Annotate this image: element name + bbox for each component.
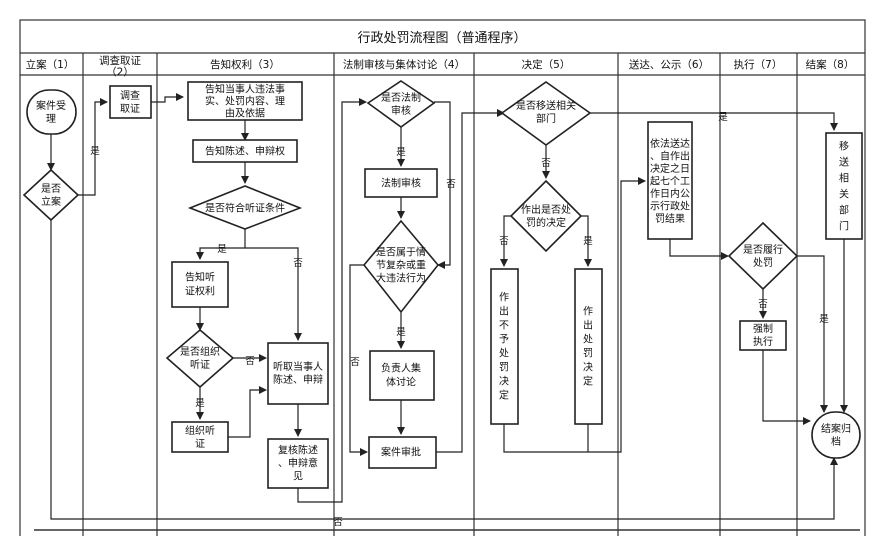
- edge-labels: 是 否 是 否 否 是 是 否 是 否 是 否 否 是 否 是: [90, 112, 829, 528]
- process-hear: [267, 342, 329, 405]
- label-no: 否: [245, 356, 255, 367]
- label-yes: 是: [718, 112, 728, 123]
- process-investigate: [109, 85, 152, 119]
- node-label-notify-statement: 告知陈述、申辩权: [205, 145, 285, 158]
- node-label-hear-statement: 听取当事人陈述、申辩: [273, 360, 323, 386]
- process-review: [267, 438, 329, 489]
- process-penalty: [574, 268, 603, 425]
- node-label-accept: 案件受理: [36, 99, 66, 125]
- node-label-legal-review-q: 是否法制审核: [381, 91, 421, 117]
- label-no: 否: [541, 158, 551, 169]
- node-label-archive: 结案归档: [821, 422, 851, 448]
- label-no: 否: [758, 299, 768, 310]
- lane-header-delivery: 送达、公示（6）: [629, 58, 709, 71]
- edge-enforce-archive: [762, 350, 811, 425]
- process-approval: [368, 436, 437, 469]
- node-label-hearing-condition: 是否符合听证条件: [205, 202, 285, 215]
- end-node: [811, 411, 861, 459]
- node-label-collective-discussion: 负责人集体讨论: [381, 362, 421, 389]
- node-label-complex-case-q: 是否属于情节复杂或重大违法行为: [376, 246, 426, 285]
- label-yes: 是: [819, 314, 829, 325]
- process-transfer: [825, 132, 863, 240]
- swimlane-grid: [19, 19, 866, 536]
- process-enforce: [739, 320, 787, 351]
- decision-transfer: [500, 81, 592, 146]
- process-notify-hearing: [171, 261, 229, 308]
- edge-investigate-notify: [151, 93, 184, 103]
- node-label-whether-file: 是否立案: [41, 183, 61, 208]
- process-notify-statement: [192, 139, 298, 163]
- node-label-fulfill-q: 是否履行处罚: [743, 243, 783, 269]
- edge-approval-transferq: [436, 109, 505, 453]
- process-legal-review: [364, 168, 438, 198]
- label-no: 否: [350, 357, 360, 368]
- shapes: [22, 80, 863, 489]
- node-label-case-approval: 案件审批: [381, 446, 421, 459]
- label-yes: 是: [217, 244, 227, 255]
- label-yes: 是: [396, 147, 406, 158]
- node-label-enforce: 强制执行: [753, 322, 773, 348]
- label-yes: 是: [90, 146, 100, 157]
- lane-header-investigation: 调查取证（2）: [99, 54, 141, 79]
- node-label-organize-hearing-q: 是否组织听证: [180, 345, 220, 371]
- node-label-transfer-q: 是否移送相关部门: [516, 99, 576, 125]
- decision-fulfill: [727, 221, 799, 291]
- label-no: 否: [333, 517, 343, 528]
- node-label-organize-hearing: 组织听证: [185, 424, 215, 450]
- node-label-penalty-decision-q: 作出是否处罚的决定: [521, 203, 571, 229]
- label-no: 否: [293, 258, 303, 269]
- edge-transferq-yes: [590, 112, 838, 131]
- node-label-notify-hearing: 告知听证权利: [185, 271, 215, 298]
- edge-complexq-no: [349, 264, 368, 456]
- edge-fulfillq-yes: [797, 255, 828, 413]
- edge-file-yes-investigate: [78, 98, 108, 196]
- edge-penaltyq-yes: [581, 215, 592, 267]
- process-discussion: [369, 350, 435, 401]
- edges: [47, 93, 848, 520]
- process-notify-facts: [187, 81, 303, 121]
- node-label-investigate: 调查取证: [120, 89, 140, 115]
- decision-organize: [165, 328, 235, 389]
- node-label-review-statement: 复核陈述、申辩意见: [278, 444, 318, 483]
- edge-review-legalq: [297, 98, 367, 503]
- decision-file: [22, 168, 80, 222]
- lane-header-notify: 告知权利（3）: [210, 58, 280, 71]
- edge-hearingq-no: [245, 247, 302, 341]
- lane-header-review: 法制审核与集体讨论（4）: [343, 58, 465, 71]
- lane-header-filing: 立案（1）: [26, 58, 75, 71]
- label-no: 否: [446, 179, 456, 190]
- edge-penaltyq-no: [500, 215, 511, 267]
- edge-org-hear: [228, 386, 267, 438]
- process-no-penalty: [490, 268, 519, 425]
- edge-decisions-publicize: [503, 177, 646, 453]
- node-label-transfer-dept: 移送相关部门: [839, 140, 849, 233]
- start-node: [26, 89, 77, 135]
- node-label-publicize: 依法送达、自作出决定之日起七个工作日内公示行政处罚结果: [650, 137, 690, 225]
- edge-hearingq-yes: [196, 229, 246, 260]
- lane-header-execution: 执行（7）: [734, 58, 783, 71]
- chart-title: 行政处罚流程图（普通程序）: [357, 31, 526, 46]
- node-label-penalty: 作出处罚决定: [583, 306, 593, 388]
- label-no: 否: [499, 236, 509, 247]
- label-yes: 是: [396, 327, 406, 338]
- decision-complex: [362, 219, 440, 314]
- process-publicize: [647, 121, 693, 240]
- decision-legal: [366, 80, 436, 128]
- lane-header-decision: 决定（5）: [522, 58, 571, 71]
- node-label-legal-review: 法制审核: [381, 177, 421, 190]
- node-label-no-penalty: 作出不予处罚决定: [499, 292, 509, 402]
- edge-publicize-fulfillq: [669, 239, 729, 260]
- decision-penalty: [509, 179, 583, 253]
- node-label-notify-facts: 告知当事人违法事实、处罚内容、理由及依据: [205, 83, 285, 120]
- label-yes: 是: [195, 398, 205, 409]
- lane-header-closing: 结案（8）: [806, 58, 855, 71]
- edge-legalq-no: [434, 101, 451, 269]
- process-organize-hearing: [171, 421, 229, 453]
- decision-hearing: [187, 185, 303, 230]
- edge-file-no-archive: [50, 220, 838, 520]
- lane-headers: 立案（1） 调查取证（2） 告知权利（3） 法制审核与集体讨论（4） 决定（5）…: [26, 54, 855, 79]
- label-yes: 是: [583, 236, 593, 247]
